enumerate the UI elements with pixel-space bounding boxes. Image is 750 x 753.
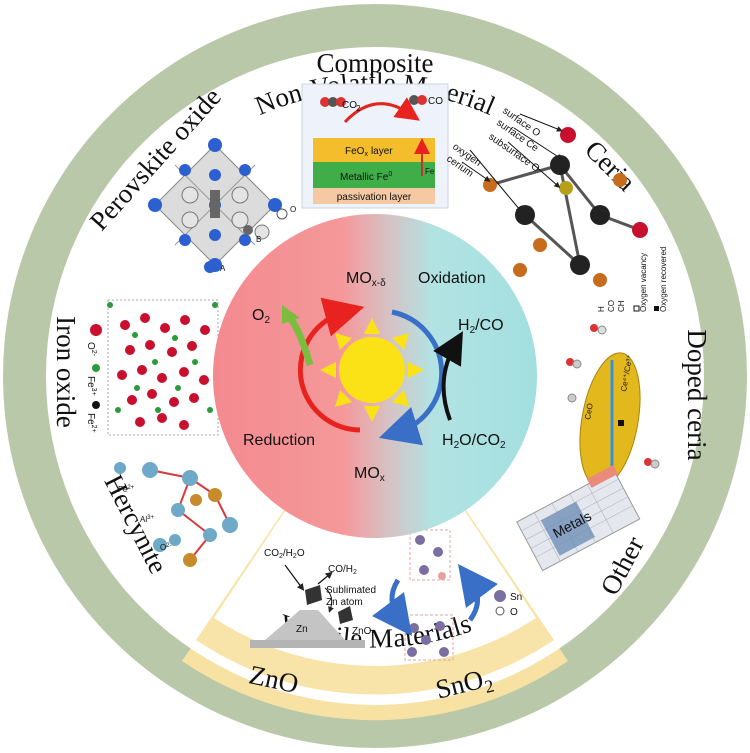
iron-oxide-fe3: Fe3+	[85, 376, 97, 396]
composite-metallic: Metallic Fe0	[340, 171, 392, 183]
doped-ceria-recovered: Oxygen recovered	[659, 247, 668, 312]
doped-ceria-inset: CeO Ce⁴⁺/Ce³⁺ H CO CH Oxygen vacancy Oxy…	[566, 247, 668, 488]
oxidation-arrow	[378, 309, 445, 446]
perovskite-o: O	[290, 205, 296, 214]
other-inset: Metals	[516, 464, 641, 572]
sno2-inset: Sn O	[372, 529, 522, 661]
mox-label: MOx	[354, 465, 385, 484]
hercynite-o: O2-	[160, 543, 172, 552]
sno2-sn: Sn	[510, 592, 522, 603]
iron-oxide-fe2: Fe2+	[85, 413, 97, 433]
zno-coh2: CO/H2	[328, 564, 357, 576]
perovskite-inset: A B O	[148, 138, 296, 273]
h2co-label: H2/CO	[458, 317, 504, 336]
zno-zn-atom: Zn atom	[326, 597, 363, 608]
reduction-label: Reduction	[243, 432, 315, 449]
reduction-arrow	[297, 297, 365, 433]
hercynite-inset: Fe2+ Al3+ O2-	[114, 462, 238, 567]
sno2-o: O	[510, 607, 518, 618]
zno-zno: ZnO	[352, 626, 372, 637]
iron-oxide-inset: O2- Fe3+ Fe2+	[85, 299, 219, 436]
zno-zn: Zn	[296, 624, 308, 635]
iron-oxide-o2: O2-	[85, 342, 97, 357]
zno-sublimated: Sublimated	[326, 585, 376, 596]
doped-ceria-ch4: CH	[617, 300, 626, 312]
doped-ceria-h2: H	[597, 306, 606, 312]
composite-co: CO	[428, 96, 443, 107]
hercynite-al: Al3+	[140, 515, 154, 524]
zno-inset: CO2/H2O CO/H2 Sublimated Zn atom Zn ZnO	[250, 548, 376, 648]
doped-ceria-ceo2: CeO	[583, 403, 595, 421]
composite-passivation: passivation layer	[337, 192, 412, 203]
svg-text:2: 2	[356, 104, 361, 113]
doped-ceria-co: CO	[607, 300, 616, 312]
perovskite-b: B	[256, 235, 261, 244]
hercynite-fe: Fe2+	[118, 485, 135, 494]
oxidation-label: Oxidation	[418, 270, 486, 287]
composite-co2: CO	[342, 100, 357, 111]
sun-icon	[320, 318, 424, 422]
h2o-to-h2-arrow	[433, 331, 463, 421]
zno-co2h2o: CO2/H2O	[264, 548, 305, 560]
doped-ceria-vacancy: Oxygen vacancy	[639, 253, 648, 312]
composite-fe: Fe	[425, 167, 435, 176]
segment-iron-oxide: Iron oxide	[51, 316, 81, 428]
perovskite-a: A	[220, 264, 226, 273]
segment-doped-ceria: Doped ceria	[682, 329, 712, 460]
segment-composite: Composite	[316, 48, 433, 78]
h2oco2-label: H2O/CO2	[442, 432, 506, 451]
mox-delta-label: MOx-δ	[346, 270, 386, 289]
o2-label: O2	[252, 307, 270, 326]
center-cycle: MOx-δ Oxidation O2 H2/CO Reduction H2O/C…	[213, 214, 537, 538]
